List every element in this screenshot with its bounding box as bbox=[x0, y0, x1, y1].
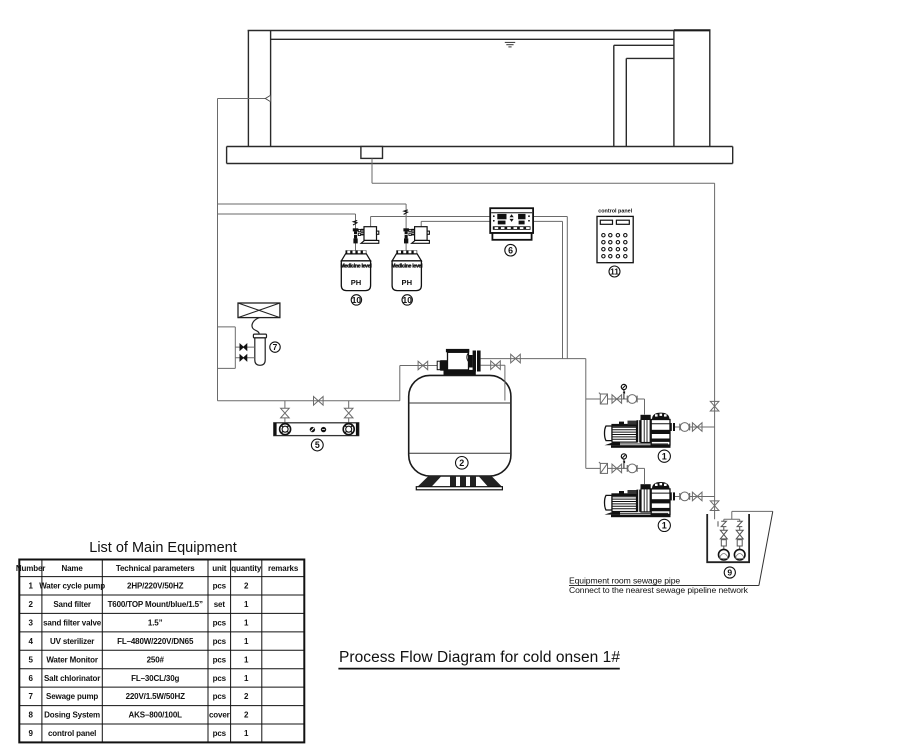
svg-text:sand filter valve: sand filter valve bbox=[43, 619, 102, 628]
svg-text:10: 10 bbox=[403, 295, 413, 305]
svg-text:UV sterilizer: UV sterilizer bbox=[50, 637, 94, 646]
svg-text:250#: 250# bbox=[147, 655, 165, 664]
svg-text:11: 11 bbox=[610, 267, 619, 277]
svg-text:1: 1 bbox=[244, 637, 249, 646]
svg-text:remarks: remarks bbox=[268, 564, 299, 573]
svg-text:1: 1 bbox=[244, 729, 249, 738]
svg-text:6: 6 bbox=[28, 674, 33, 683]
svg-text:control panel: control panel bbox=[598, 209, 632, 215]
svg-text:quantity: quantity bbox=[231, 564, 262, 573]
svg-text:2: 2 bbox=[28, 600, 33, 609]
svg-text:7: 7 bbox=[273, 342, 278, 352]
svg-text:Equipment room sewage pipe: Equipment room sewage pipe bbox=[569, 576, 680, 586]
svg-text:4: 4 bbox=[28, 637, 33, 646]
svg-text:Number: Number bbox=[16, 564, 45, 573]
svg-text:1: 1 bbox=[662, 451, 667, 461]
svg-text:control panel: control panel bbox=[48, 729, 96, 738]
svg-text:Medicine level: Medicine level bbox=[341, 263, 373, 269]
svg-text:FL–30CL/30g: FL–30CL/30g bbox=[131, 674, 179, 683]
svg-text:6: 6 bbox=[508, 245, 513, 255]
svg-text:2: 2 bbox=[244, 692, 249, 701]
svg-text:Salt chlorinator: Salt chlorinator bbox=[44, 674, 100, 683]
svg-text:2: 2 bbox=[244, 711, 249, 720]
svg-text:1: 1 bbox=[28, 582, 33, 591]
svg-text:Water cycle pump: Water cycle pump bbox=[39, 582, 105, 591]
svg-text:pcs: pcs bbox=[213, 692, 227, 701]
svg-text:set: set bbox=[214, 600, 226, 609]
svg-text:1: 1 bbox=[244, 674, 249, 683]
svg-text:7: 7 bbox=[28, 692, 33, 701]
svg-text:Name: Name bbox=[61, 564, 83, 573]
svg-text:unit: unit bbox=[212, 564, 227, 573]
svg-text:PH: PH bbox=[351, 278, 362, 287]
svg-text:Connect to the nearest sewage: Connect to the nearest sewage pipeline n… bbox=[569, 585, 749, 595]
svg-text:pcs: pcs bbox=[213, 582, 227, 591]
svg-text:pcs: pcs bbox=[213, 655, 227, 664]
svg-text:9: 9 bbox=[28, 729, 33, 738]
svg-text:AKS–800/100L: AKS–800/100L bbox=[129, 711, 183, 720]
svg-text:Process Flow Diagram for cold: Process Flow Diagram for cold onsen 1# bbox=[339, 649, 620, 666]
svg-text:3: 3 bbox=[28, 619, 33, 628]
svg-text:Water Monitor: Water Monitor bbox=[46, 655, 98, 664]
svg-text:1.5”: 1.5” bbox=[148, 619, 163, 628]
svg-text:1: 1 bbox=[244, 600, 249, 609]
svg-text:220V/1.5W/50HZ: 220V/1.5W/50HZ bbox=[126, 692, 186, 701]
svg-text:10: 10 bbox=[352, 295, 362, 305]
svg-text:cover: cover bbox=[209, 711, 230, 720]
svg-text:pcs: pcs bbox=[213, 637, 227, 646]
svg-text:FL–480W/220V/DN65: FL–480W/220V/DN65 bbox=[117, 637, 194, 646]
svg-text:pcs: pcs bbox=[213, 619, 227, 628]
svg-text:List of Main Equipment: List of Main Equipment bbox=[89, 540, 237, 556]
svg-text:1: 1 bbox=[244, 619, 249, 628]
svg-text:pcs: pcs bbox=[213, 729, 227, 738]
svg-text:1: 1 bbox=[244, 655, 249, 664]
svg-text:5: 5 bbox=[315, 440, 320, 450]
svg-text:5: 5 bbox=[28, 655, 33, 664]
svg-text:2: 2 bbox=[459, 458, 464, 468]
svg-text:T600/TOP Mount/blue/1.5”: T600/TOP Mount/blue/1.5” bbox=[108, 600, 203, 609]
svg-text:Sand filter: Sand filter bbox=[53, 600, 91, 609]
svg-text:8: 8 bbox=[28, 711, 33, 720]
svg-text:pcs: pcs bbox=[213, 674, 227, 683]
svg-text:Sewage pump: Sewage pump bbox=[46, 692, 98, 701]
svg-text:2HP/220V/50HZ: 2HP/220V/50HZ bbox=[127, 582, 184, 591]
svg-text:Technical parameters: Technical parameters bbox=[116, 564, 195, 573]
svg-text:1: 1 bbox=[662, 521, 667, 531]
svg-text:2: 2 bbox=[244, 582, 249, 591]
svg-text:9: 9 bbox=[727, 568, 732, 578]
svg-text:Dosing System: Dosing System bbox=[44, 711, 100, 720]
